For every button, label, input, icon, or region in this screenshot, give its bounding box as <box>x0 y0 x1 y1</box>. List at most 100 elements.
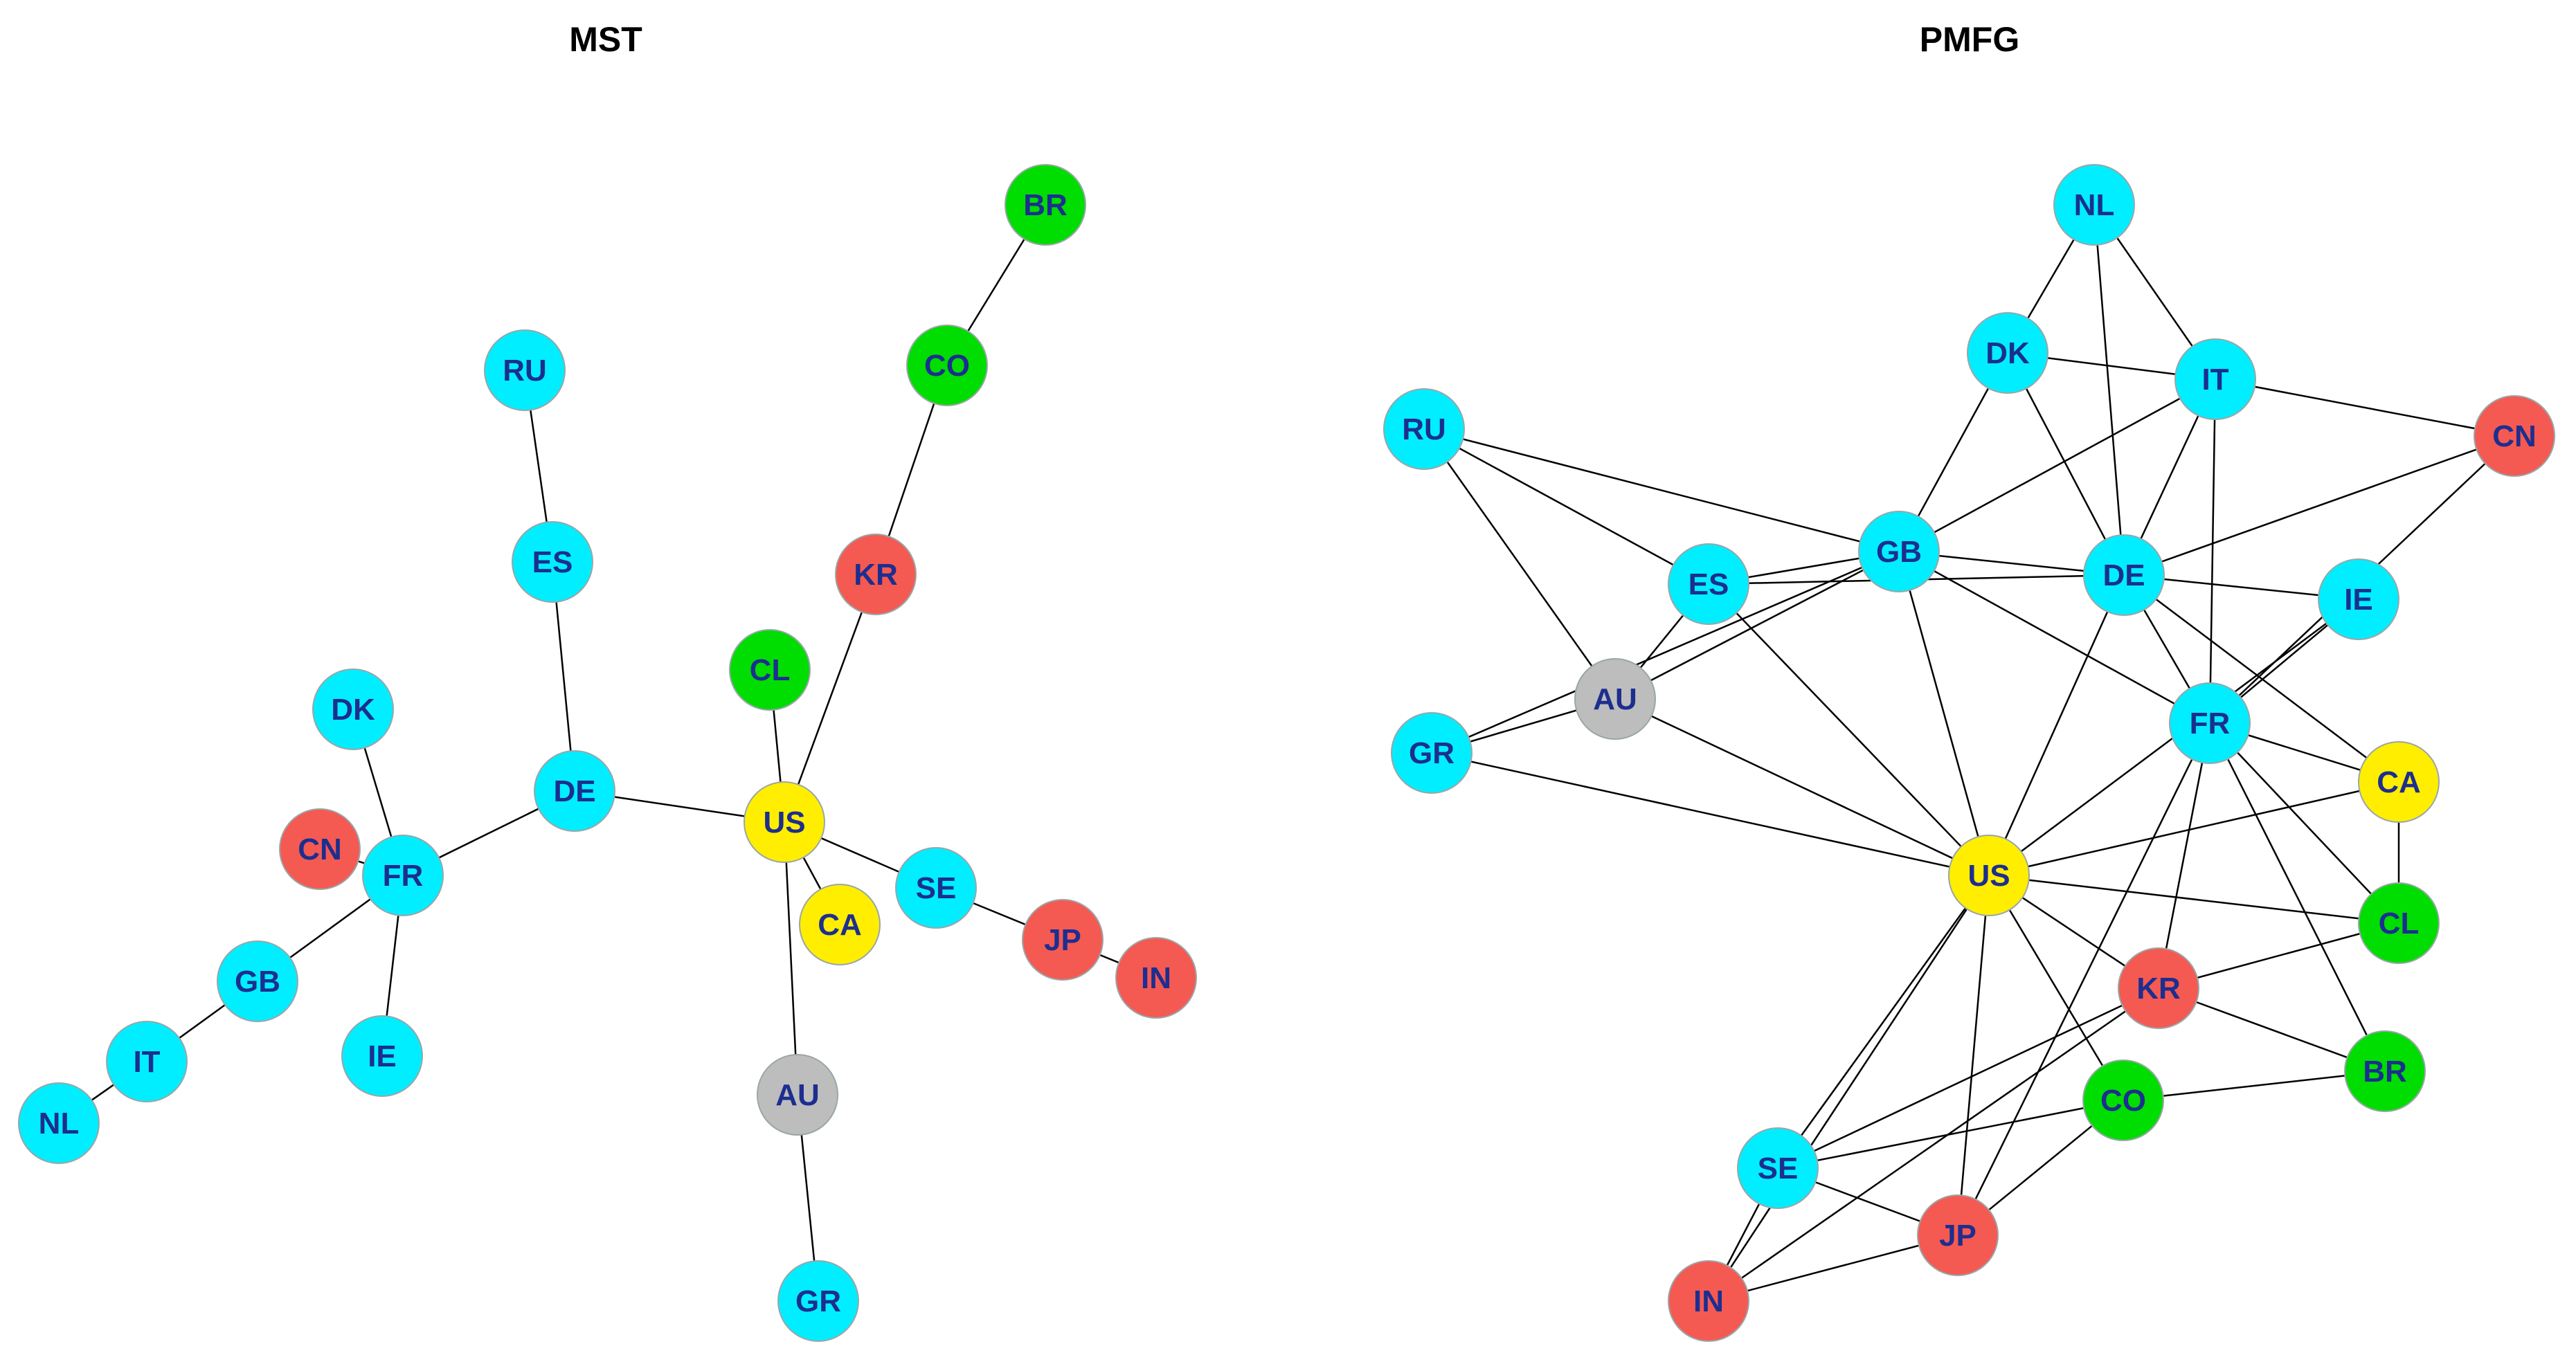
mst-title: MST <box>569 20 642 59</box>
node-label: IT <box>2201 363 2228 397</box>
node-label: JP <box>1939 1219 1976 1253</box>
node-label: CN <box>298 833 342 866</box>
edge-cn-de <box>2123 435 2515 576</box>
node-circle <box>1005 164 1086 246</box>
node-in: IN <box>1115 937 1197 1019</box>
edge-ru-es <box>1423 428 1709 585</box>
node-label: DE <box>2102 558 2145 592</box>
node-circle <box>906 325 988 406</box>
node-label: ES <box>1688 567 1729 601</box>
node-gr: GR <box>1391 712 1472 794</box>
node-circle <box>2053 164 2135 246</box>
node-circle <box>217 940 298 1022</box>
edge-co-se <box>1777 1099 2124 1170</box>
edge-gb-us <box>1898 551 1990 876</box>
node-label: GR <box>1409 736 1454 770</box>
node-circle <box>2358 882 2440 964</box>
node-es: ES <box>1668 543 1749 625</box>
edge-kr-us <box>783 574 877 823</box>
node-ru: RU <box>1383 388 1465 470</box>
node-jp: JP <box>1917 1194 1999 1276</box>
node-label: GB <box>235 965 280 999</box>
node-label: BR <box>1023 188 1068 222</box>
node-kr: KR <box>2118 947 2199 1029</box>
edge-ru-gb <box>1423 428 1900 553</box>
edge-it-fr <box>2208 379 2217 724</box>
node-label: JP <box>1044 923 1081 957</box>
node-circle <box>279 808 361 890</box>
node-circle <box>1948 835 2030 916</box>
edge-cl-kr <box>2158 922 2399 990</box>
node-circle <box>835 534 917 615</box>
node-it: IT <box>106 1021 188 1102</box>
node-ca: CA <box>799 884 881 965</box>
node-fr: FR <box>362 835 444 916</box>
node-label: GR <box>795 1284 841 1318</box>
edge-us-se <box>1776 875 1990 1169</box>
edge-br-co <box>2123 1070 2386 1102</box>
node-label: CO <box>924 349 970 383</box>
edge-ru-au <box>1423 428 1616 700</box>
node-ie: IE <box>2318 558 2399 640</box>
node-label: CL <box>2379 907 2420 940</box>
node-label: RU <box>1402 412 1446 446</box>
edge-it-gb <box>1898 378 2216 553</box>
pmfg-edges <box>1423 204 2515 1302</box>
node-circle <box>1391 712 1472 794</box>
node-label: IN <box>1141 961 1171 995</box>
edge-it-cn <box>2215 378 2515 437</box>
edge-es-us <box>1708 583 1990 876</box>
node-label: IN <box>1693 1284 1724 1318</box>
node-ru: RU <box>484 329 566 411</box>
node-it: IT <box>2174 338 2256 420</box>
node-label: FR <box>2190 707 2231 740</box>
node-label: SE <box>1758 1152 1799 1185</box>
node-de: DE <box>2083 534 2165 616</box>
node-cn: CN <box>279 808 361 890</box>
node-co: CO <box>2082 1060 2164 1141</box>
edge-dk-de <box>2006 352 2125 576</box>
node-us: US <box>1948 835 2030 916</box>
node-circle <box>1737 1127 1819 1209</box>
node-circle <box>799 884 881 965</box>
node-label: CN <box>2492 419 2537 453</box>
node-in: IN <box>1668 1260 1749 1342</box>
node-label: DK <box>331 693 375 727</box>
node-us: US <box>744 781 825 863</box>
node-circle <box>1858 511 1940 592</box>
node-label: GB <box>1876 535 1922 569</box>
node-ie: IE <box>341 1015 423 1097</box>
node-dk: DK <box>1967 312 2048 394</box>
node-circle <box>895 847 977 929</box>
edge-kr-in <box>1708 987 2159 1302</box>
node-circle <box>777 1260 859 1342</box>
node-circle <box>484 329 566 411</box>
edge-us-jp <box>1956 875 1990 1236</box>
node-circle <box>1574 658 1656 740</box>
node-circle <box>512 521 593 603</box>
edge-us-au <box>783 821 799 1095</box>
edge-gb-au <box>1614 550 1900 700</box>
edge-nl-de <box>2093 204 2125 576</box>
node-se: SE <box>895 847 977 929</box>
node-circle <box>1967 312 2048 394</box>
node-circle <box>1668 543 1749 625</box>
node-label: FR <box>383 859 424 893</box>
node-label: DK <box>1985 336 2030 370</box>
edge-us-cl <box>1988 874 2399 925</box>
edge-fr-kr <box>2157 722 2211 989</box>
node-br: BR <box>1005 164 1086 246</box>
node-label: IT <box>133 1045 160 1079</box>
node-circle <box>729 629 811 711</box>
edge-us-in <box>1707 875 1990 1302</box>
node-label: DE <box>553 774 595 808</box>
node-es: ES <box>512 521 593 603</box>
node-label: ES <box>532 545 573 579</box>
node-nl: NL <box>2053 164 2135 246</box>
node-gr: GR <box>777 1260 859 1342</box>
